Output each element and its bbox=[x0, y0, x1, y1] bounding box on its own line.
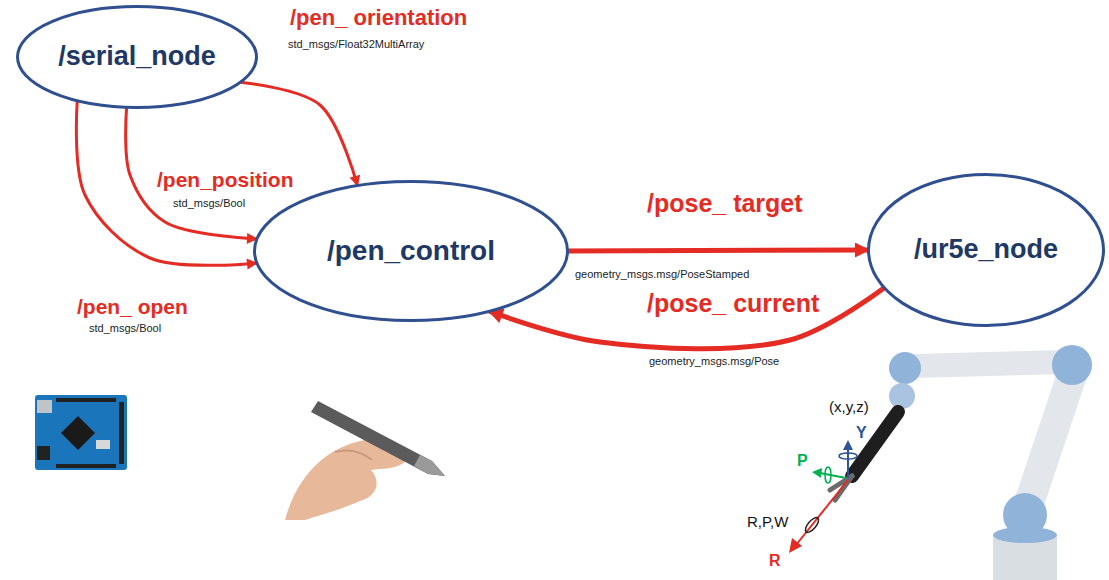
ellipse-shape bbox=[255, 182, 568, 321]
position-label: (x,y,z) bbox=[828, 398, 870, 415]
topic-name: /pen_ open bbox=[75, 295, 190, 318]
message-type: std_msgs/Bool bbox=[172, 197, 246, 210]
node-name: /serial_node bbox=[58, 41, 216, 72]
roll-axis bbox=[796, 480, 848, 545]
pin-header bbox=[56, 398, 116, 402]
message-type: geometry_msgs.msg/PoseStamped bbox=[574, 268, 750, 281]
node-name: /pen_control bbox=[327, 235, 495, 267]
pitch-axis bbox=[820, 473, 846, 478]
wrist-joint bbox=[889, 352, 921, 384]
axis-label: Y bbox=[855, 424, 868, 442]
shoulder-joint bbox=[1003, 493, 1047, 537]
axis-label: R bbox=[768, 552, 782, 570]
message-type: std_msgs/Bool bbox=[88, 322, 162, 335]
axis-head bbox=[843, 440, 853, 450]
axis-head bbox=[812, 468, 822, 478]
ros-node-ellipse: /pen_control bbox=[253, 180, 569, 322]
power-jack bbox=[37, 446, 50, 460]
orientation-label: R,P,W bbox=[746, 513, 789, 530]
axis-head bbox=[789, 538, 802, 553]
pen bbox=[311, 401, 445, 476]
pen-tip bbox=[414, 455, 445, 476]
axis-label: P bbox=[796, 452, 809, 470]
pin-header bbox=[56, 464, 116, 468]
wrist-joint bbox=[889, 383, 915, 409]
rotation-mark bbox=[839, 453, 857, 459]
gripper bbox=[852, 412, 898, 476]
rotation-mark bbox=[825, 467, 831, 483]
topic-arrow bbox=[489, 288, 884, 349]
rotation-mark bbox=[803, 516, 821, 535]
ros-node-ellipse: /ur5e_node bbox=[867, 173, 1105, 327]
message-type: geometry_msgs.msg/Pose bbox=[648, 355, 780, 368]
topic-arrow bbox=[568, 250, 869, 251]
arduino-board bbox=[35, 395, 127, 470]
board-pcb bbox=[35, 395, 127, 470]
elbow-joint bbox=[1052, 345, 1092, 385]
hand-with-pen bbox=[285, 401, 445, 520]
upper-arm bbox=[1025, 375, 1072, 515]
forearm bbox=[912, 362, 1065, 366]
finger-line bbox=[335, 450, 372, 460]
ur5e-robot bbox=[830, 345, 1092, 580]
topic-name: /pen_ orientation bbox=[288, 6, 469, 30]
topic-name: /pose_ current bbox=[645, 290, 821, 318]
ellipse-shape bbox=[18, 7, 257, 108]
mcu-chip bbox=[61, 416, 95, 450]
topic-name: /pen_position bbox=[155, 168, 296, 191]
ros-node-ellipse: /serial_node bbox=[16, 5, 258, 109]
pin-header bbox=[119, 402, 124, 464]
usb-port bbox=[37, 400, 52, 413]
gripper-finger bbox=[835, 476, 852, 500]
pose-axes bbox=[789, 440, 857, 553]
message-type: std_msgs/Float32MultiArray bbox=[287, 38, 425, 51]
topic-name: /pose_ target bbox=[645, 190, 805, 218]
node-name: /ur5e_node bbox=[914, 234, 1058, 265]
ellipse-shape bbox=[869, 175, 1104, 326]
crystal bbox=[96, 440, 110, 449]
